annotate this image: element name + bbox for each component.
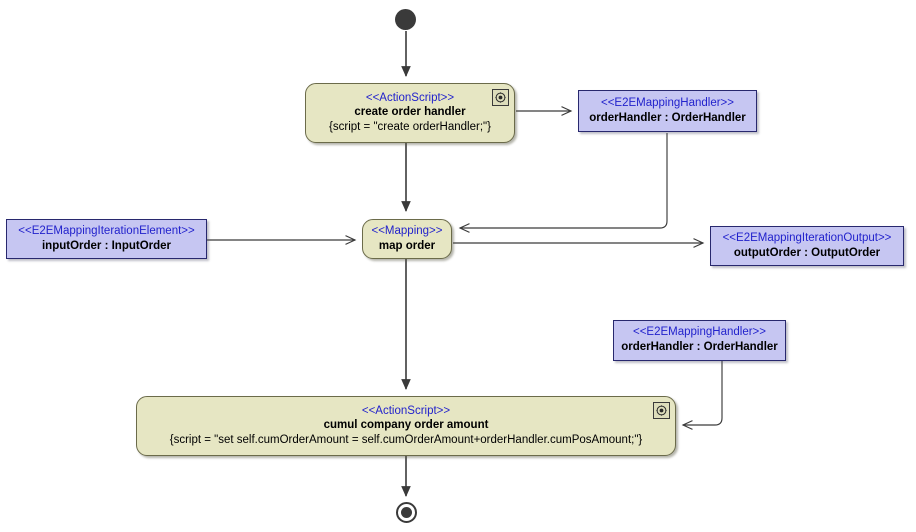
edge-order-handler-top-to-map-order xyxy=(458,133,668,233)
node-name-label: outputOrder : OutputOrder xyxy=(733,246,881,259)
node-name-label: orderHandler : OrderHandler xyxy=(589,111,746,124)
object-node-input-order[interactable]: <<E2EMappingIterationElement>> inputOrde… xyxy=(6,219,207,259)
stereotype-label: <<ActionScript>> xyxy=(361,404,451,417)
node-name-label: cumul company order amount xyxy=(323,419,489,432)
action-node-create-order-handler[interactable]: <<ActionScript>> create order handler {s… xyxy=(305,83,515,143)
object-node-output-order[interactable]: <<E2EMappingIterationOutput>> outputOrde… xyxy=(710,226,904,266)
action-node-map-order[interactable]: <<Mapping>> map order xyxy=(362,219,452,259)
stereotype-label: <<E2EMappingHandler>> xyxy=(601,96,734,109)
initial-node[interactable] xyxy=(395,9,416,30)
stereotype-label: <<E2EMappingHandler>> xyxy=(633,326,766,339)
stereotype-label: <<E2EMappingIterationOutput>> xyxy=(722,231,892,244)
node-name-label: inputOrder : InputOrder xyxy=(41,239,172,252)
gear-icon[interactable] xyxy=(492,89,509,106)
stereotype-label: <<Mapping>> xyxy=(371,224,443,237)
action-node-cumul-company-order-amount[interactable]: <<ActionScript>> cumul company order amo… xyxy=(136,396,676,456)
object-node-order-handler-top[interactable]: <<E2EMappingHandler>> orderHandler : Ord… xyxy=(578,90,757,132)
stereotype-label: <<ActionScript>> xyxy=(365,91,455,104)
node-name-label: create order handler xyxy=(354,106,466,119)
stereotype-label: <<E2EMappingIterationElement>> xyxy=(18,224,195,237)
node-body-label: {script = "create orderHandler;"} xyxy=(329,120,491,133)
node-name-label: map order xyxy=(378,239,436,252)
final-node-core xyxy=(401,507,412,518)
node-body-label: {script = "set self.cumOrderAmount = sel… xyxy=(169,433,643,446)
edge-order-handler-bottom-to-cumul-company-order-amount xyxy=(681,361,723,430)
object-node-order-handler-bottom[interactable]: <<E2EMappingHandler>> orderHandler : Ord… xyxy=(613,320,786,361)
node-name-label: orderHandler : OrderHandler xyxy=(621,341,778,353)
gear-icon[interactable] xyxy=(653,402,670,419)
